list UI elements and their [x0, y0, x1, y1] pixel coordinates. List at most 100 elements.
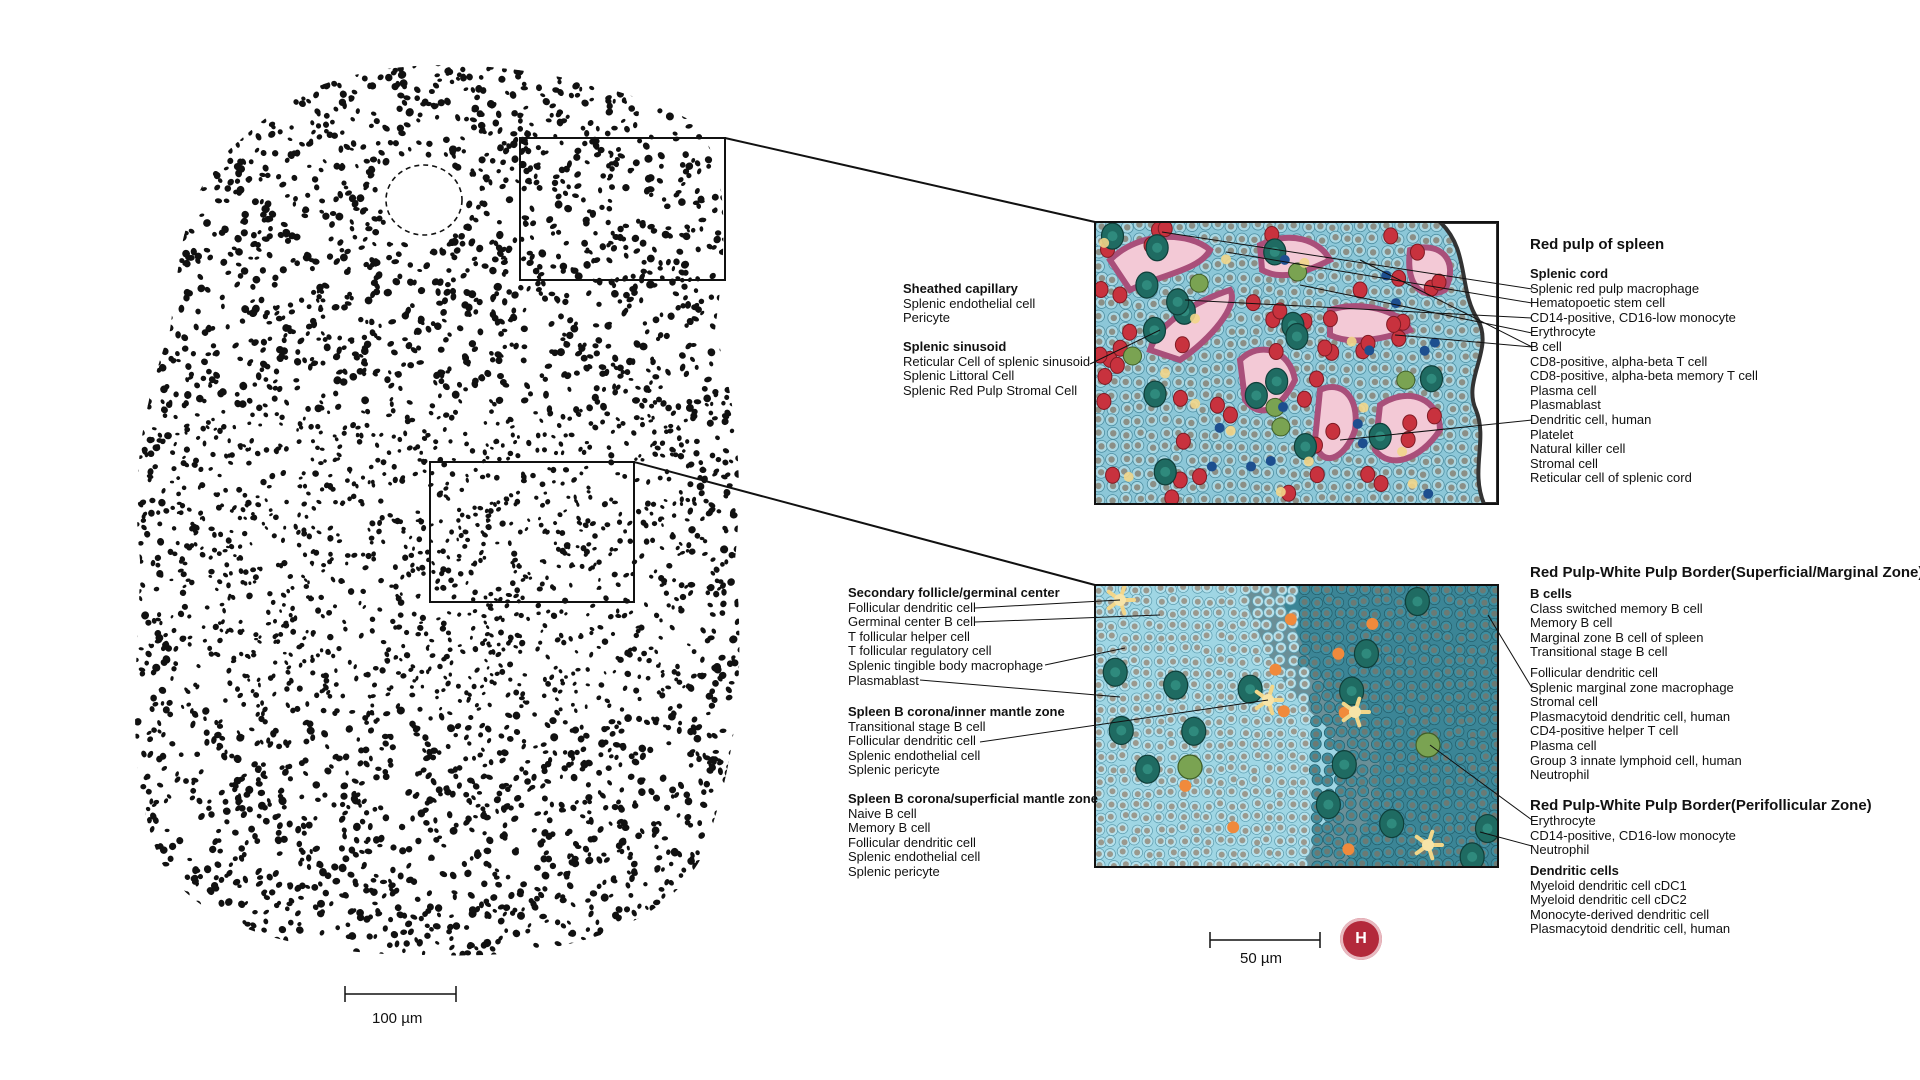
overview-cell	[274, 633, 279, 638]
overview-cell	[268, 226, 273, 232]
overview-cell	[689, 877, 695, 883]
overview-cell	[658, 574, 665, 582]
overview-cell	[170, 187, 176, 194]
overview-cell	[446, 611, 452, 615]
overview-cell	[444, 785, 449, 791]
overview-cell	[391, 56, 401, 65]
overview-cell	[596, 586, 600, 590]
overview-cell	[710, 88, 715, 94]
overview-cell	[626, 870, 631, 875]
overview-cell	[684, 813, 692, 821]
overview-cell	[620, 420, 626, 426]
overview-cell	[461, 860, 468, 868]
cell-nucleus	[1240, 496, 1247, 503]
overview-cell	[484, 725, 492, 733]
overview-cell	[150, 150, 157, 157]
overview-cell	[311, 129, 316, 135]
overview-cell	[747, 922, 756, 931]
overview-cell	[757, 333, 762, 340]
overview-cell	[416, 118, 421, 123]
overview-cell	[652, 374, 660, 380]
overview-cell	[641, 777, 646, 782]
overview-cell	[663, 590, 670, 596]
overview-cell	[735, 455, 740, 462]
overview-cell	[580, 197, 586, 203]
overview-cell	[610, 245, 618, 252]
overview-cell	[626, 357, 634, 366]
overview-cell	[283, 332, 288, 338]
overview-cell	[375, 766, 382, 772]
overview-cell	[412, 471, 419, 477]
overview-cell	[505, 592, 513, 598]
overview-cell	[555, 529, 561, 535]
overview-cell	[490, 357, 496, 363]
overview-cell	[549, 862, 557, 870]
cell-nucleus	[1317, 272, 1325, 280]
overview-cell	[431, 278, 440, 286]
overview-cell	[182, 584, 187, 589]
overview-cell	[336, 370, 341, 375]
overview-cell	[290, 605, 295, 612]
overview-cell	[160, 385, 168, 394]
overview-cell	[227, 147, 233, 154]
cell-nucleus	[1148, 432, 1155, 440]
overview-cell	[277, 129, 283, 135]
overview-cell	[729, 840, 736, 846]
overview-cell	[155, 109, 160, 115]
overview-cell	[456, 72, 462, 78]
overview-cell	[747, 225, 754, 233]
overview-cell	[249, 727, 255, 732]
overview-cell	[129, 291, 134, 297]
cell-nucleus	[1225, 235, 1233, 242]
overview-cell	[217, 389, 225, 398]
overview-cell	[424, 800, 430, 806]
overview-cell	[536, 611, 541, 616]
overview-cell	[171, 142, 175, 148]
overview-cell	[398, 151, 405, 157]
overview-cell	[489, 311, 497, 319]
overview-cell	[190, 720, 196, 729]
cell-nucleus	[1187, 379, 1194, 387]
overview-cell	[678, 582, 685, 589]
overview-cell	[230, 928, 235, 936]
overview-cell	[248, 256, 254, 260]
overview-cell	[439, 706, 443, 711]
overview-cell	[369, 156, 378, 163]
cell-nucleus	[1199, 406, 1206, 414]
overview-cell	[423, 458, 428, 464]
overview-cell	[135, 167, 140, 173]
overview-cell	[615, 842, 623, 850]
overview-cell	[163, 215, 169, 221]
overview-cell	[302, 636, 307, 641]
overview-cell	[308, 423, 314, 430]
overview-cell	[468, 714, 474, 721]
overview-cell	[216, 742, 224, 749]
overview-cell	[278, 796, 287, 806]
overview-cell	[455, 146, 462, 152]
cell-nucleus	[1215, 353, 1223, 360]
overview-cell	[492, 502, 497, 507]
overview-cell	[234, 178, 241, 184]
overview-cell	[358, 316, 364, 323]
overview-cell	[549, 223, 557, 230]
overview-cell	[741, 267, 748, 273]
overview-cell	[691, 957, 697, 963]
overview-cell	[341, 304, 348, 311]
overview-cell	[311, 176, 319, 183]
overview-cell	[190, 125, 199, 135]
overview-cell	[127, 416, 134, 422]
overview-cell	[745, 390, 751, 396]
overview-cell	[226, 938, 233, 945]
overview-cell	[667, 312, 675, 320]
overview-cell	[607, 780, 613, 786]
overview-cell	[142, 511, 148, 517]
overview-cell	[154, 264, 160, 269]
overview-cell	[315, 797, 321, 803]
overview-cell	[724, 811, 731, 818]
overview-cell	[719, 832, 724, 838]
overview-cell	[384, 376, 391, 384]
overview-cell	[135, 283, 137, 291]
overview-cell	[464, 441, 469, 447]
overview-cell	[302, 659, 307, 664]
overview-cell	[284, 194, 290, 198]
